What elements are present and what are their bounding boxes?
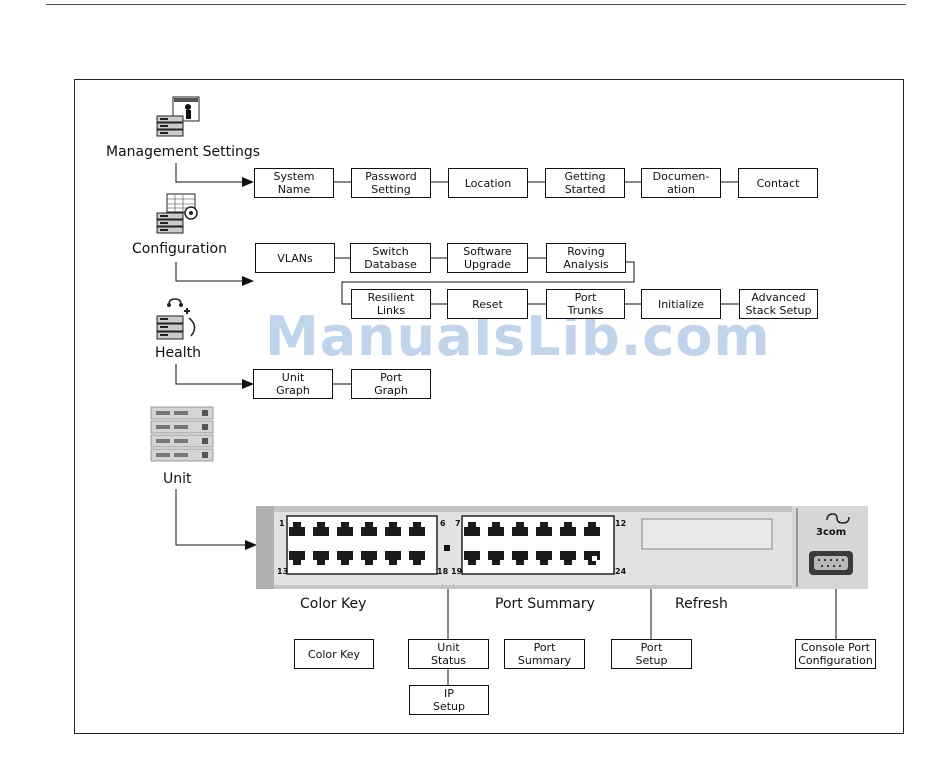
switch-database-button[interactable]: Switch Database: [350, 243, 431, 273]
port-summary-heading: Port Summary: [495, 596, 595, 612]
port-10[interactable]: [536, 522, 552, 536]
reset-button[interactable]: Reset: [447, 289, 528, 319]
port-setup-button[interactable]: Port Setup: [611, 639, 692, 669]
health-icon: [156, 298, 196, 340]
port-12[interactable]: [584, 522, 600, 536]
location-button[interactable]: Location: [448, 168, 528, 198]
brand-logo-text: 3com: [816, 527, 847, 538]
port-20[interactable]: [488, 551, 504, 565]
port-number-7: 7: [455, 519, 461, 528]
port-summary-button[interactable]: Port Summary: [504, 639, 585, 669]
color-key-button[interactable]: Color Key: [294, 639, 374, 669]
port-trunks-button[interactable]: Port Trunks: [546, 289, 625, 319]
port-number-18: 18: [437, 567, 449, 576]
unit-graph-button[interactable]: Unit Graph: [253, 369, 333, 399]
getting-started-button[interactable]: Getting Started: [545, 168, 625, 198]
port-2[interactable]: [313, 522, 329, 536]
initialize-button[interactable]: Initialize: [641, 289, 721, 319]
color-key-heading: Color Key: [300, 596, 367, 612]
port-number-1: 1: [279, 519, 285, 528]
port-17[interactable]: [385, 551, 401, 565]
port-number-13: 13: [277, 567, 289, 576]
port-13[interactable]: [289, 551, 305, 565]
port-21[interactable]: [512, 551, 528, 565]
port-8[interactable]: [488, 522, 504, 536]
port-4[interactable]: [361, 522, 377, 536]
port-number-19: 19: [451, 567, 463, 576]
3com-logo-icon: [826, 513, 850, 524]
port-9[interactable]: [512, 522, 528, 536]
port-22[interactable]: [536, 551, 552, 565]
port-18[interactable]: [409, 551, 425, 565]
management-settings-icon: [156, 96, 200, 137]
port-3[interactable]: [337, 522, 353, 536]
refresh-heading: Refresh: [675, 596, 728, 612]
port-5[interactable]: [385, 522, 401, 536]
port-number-12: 12: [615, 519, 627, 528]
unit-status-button[interactable]: Unit Status: [408, 639, 489, 669]
port-11[interactable]: [560, 522, 576, 536]
port-number-24: 24: [615, 567, 627, 576]
header-rule: [46, 4, 906, 5]
vlans-button[interactable]: VLANs: [255, 243, 335, 273]
unit-icon: [150, 406, 214, 462]
software-upgrade-button[interactable]: Software Upgrade: [447, 243, 528, 273]
resilient-links-button[interactable]: Resilient Links: [351, 289, 431, 319]
health-label: Health: [155, 345, 201, 361]
port-16[interactable]: [361, 551, 377, 565]
port-number-6: 6: [440, 519, 446, 528]
advanced-stack-setup-button[interactable]: Advanced Stack Setup: [739, 289, 818, 319]
configuration-icon: [156, 193, 198, 234]
port-19[interactable]: [464, 551, 480, 565]
port-15[interactable]: [337, 551, 353, 565]
configuration-label: Configuration: [132, 241, 227, 257]
system-name-button[interactable]: System Name: [254, 168, 334, 198]
switch-ports: [289, 522, 600, 565]
port-1[interactable]: [289, 522, 305, 536]
management-settings-label: Management Settings: [106, 144, 261, 160]
unit-label: Unit: [163, 471, 192, 487]
port-6[interactable]: [409, 522, 425, 536]
password-setting-button[interactable]: Password Setting: [351, 168, 431, 198]
port-setup-marker: [592, 556, 597, 561]
port-graph-button[interactable]: Port Graph: [351, 369, 431, 399]
roving-analysis-button[interactable]: Roving Analysis: [546, 243, 626, 273]
console-port-configuration-button[interactable]: Console Port Configuration: [795, 639, 876, 669]
diagram-frame: [74, 79, 904, 734]
port-7[interactable]: [464, 522, 480, 536]
documentation-button[interactable]: Documen- ation: [641, 168, 721, 198]
ip-setup-button[interactable]: IP Setup: [409, 685, 489, 715]
port-14[interactable]: [313, 551, 329, 565]
contact-button[interactable]: Contact: [738, 168, 818, 198]
port-23[interactable]: [560, 551, 576, 565]
switch-front-panel: [256, 506, 868, 589]
